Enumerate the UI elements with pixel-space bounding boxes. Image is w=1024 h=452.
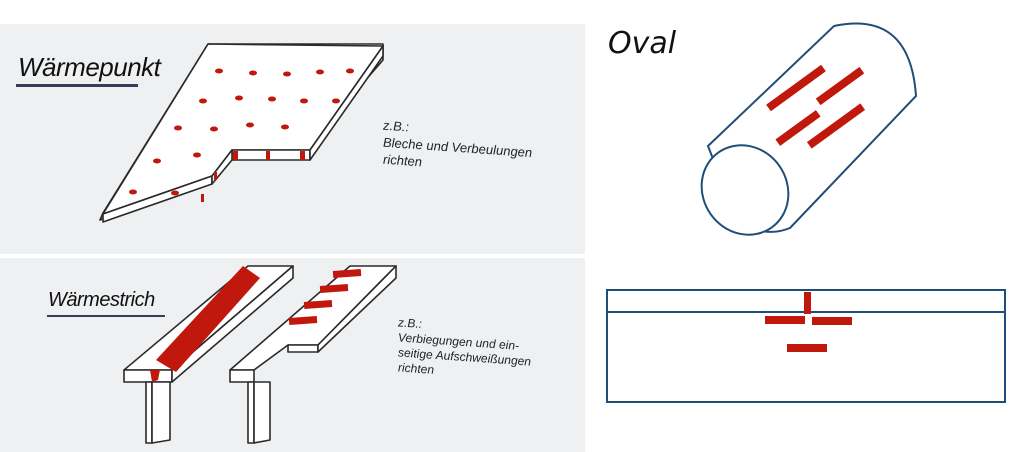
beam-right-flange-front	[229, 369, 255, 383]
heat-point	[300, 98, 308, 104]
cylinder-front-face	[700, 144, 790, 236]
beam-right-web-side	[253, 381, 271, 444]
heat-points	[129, 68, 354, 196]
oval-label: Oval	[608, 26, 677, 61]
warmepunkt-plate	[99, 43, 384, 223]
edge-heat-mark	[300, 151, 305, 160]
beam-left-web	[145, 381, 153, 444]
heat-stroke	[812, 317, 852, 325]
beam-left-flange-front	[123, 369, 173, 383]
warmestrich-panel	[0, 258, 585, 452]
plate-notch-edge	[231, 149, 311, 161]
heat-point	[346, 68, 354, 74]
heat-stroke	[815, 66, 865, 106]
heat-stroke	[775, 110, 821, 146]
flat-bar-heat-marks	[765, 292, 852, 352]
heat-stroke	[766, 64, 826, 112]
notch-heat-marks	[201, 151, 305, 202]
edge-heat-mark	[266, 151, 270, 160]
plate-right-edge	[309, 45, 384, 161]
heat-point	[249, 70, 257, 76]
beam-left-flange-side	[171, 265, 294, 383]
heat-point	[171, 190, 179, 196]
heat-point	[193, 152, 201, 158]
heat-stroke	[765, 316, 805, 324]
heat-point	[210, 126, 218, 132]
warmestrich-title-underline	[47, 315, 165, 317]
heat-stroke	[319, 284, 349, 293]
edge-heat-mark	[214, 172, 217, 180]
heat-stroke	[332, 269, 362, 278]
edge-heat-mark	[233, 151, 238, 160]
heat-point	[199, 98, 207, 104]
heat-stroke	[804, 292, 811, 314]
beam-left-heat-drip	[150, 370, 160, 382]
heat-point	[332, 98, 340, 104]
beam-right-flange-side	[317, 265, 397, 353]
heat-point	[246, 122, 254, 128]
heat-point	[153, 158, 161, 164]
beam-right-web	[247, 381, 255, 444]
heat-stroke	[787, 344, 827, 352]
warmestrich-title: Wärmestrich	[48, 289, 155, 311]
oval-heat-strokes	[766, 64, 866, 149]
heat-point	[174, 125, 182, 131]
heat-point	[268, 96, 276, 102]
beam-right-heat-strokes	[288, 269, 362, 325]
heat-stroke	[303, 300, 333, 309]
heat-point	[215, 68, 223, 74]
heat-point	[129, 189, 137, 195]
heat-stroke	[806, 103, 866, 149]
heat-point	[281, 124, 289, 130]
warmepunkt-title: Wärmepunkt	[18, 52, 161, 82]
beam-left-web-side	[151, 381, 171, 444]
beam-left-heat-strip	[156, 266, 260, 372]
heat-point	[283, 71, 291, 77]
heat-point	[235, 95, 243, 101]
oval-cylinder	[700, 22, 918, 236]
heat-point	[316, 69, 324, 75]
beam-right-notch	[287, 344, 319, 353]
edge-heat-mark	[201, 194, 204, 202]
heat-stroke	[288, 316, 318, 325]
warmepunkt-title-underline	[16, 84, 138, 87]
